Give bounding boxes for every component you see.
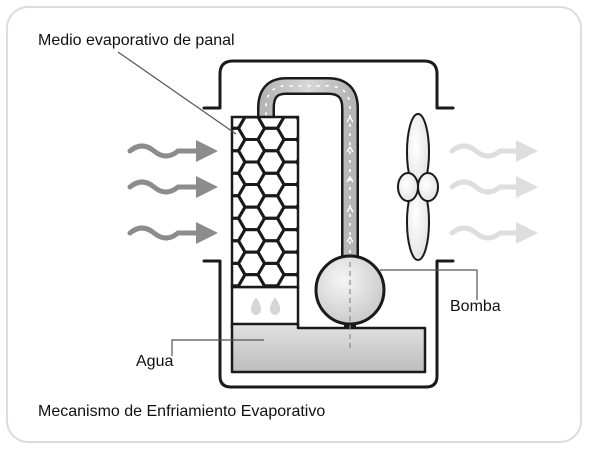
wavy-arrow-icon bbox=[449, 222, 538, 244]
media-label: Medio evaporativo de panal bbox=[38, 32, 235, 49]
honeycomb-cell bbox=[295, 117, 298, 122]
honeycomb-cell bbox=[295, 157, 298, 167]
honeycomb-cell bbox=[295, 247, 298, 257]
drip-compartment bbox=[230, 285, 300, 329]
water-leader-line bbox=[171, 339, 264, 356]
water-label: Agua bbox=[136, 353, 174, 370]
honeycomb-cell bbox=[295, 134, 298, 145]
wavy-arrow-icon bbox=[127, 222, 218, 244]
wavy-arrow-icon bbox=[127, 140, 218, 162]
pump-leader-line bbox=[380, 269, 478, 300]
pump bbox=[314, 254, 386, 350]
honeycomb-media bbox=[230, 115, 300, 289]
water-pipe bbox=[257, 77, 359, 270]
honeycomb-cell bbox=[295, 202, 298, 212]
diagram-caption: Mecanismo de Enfriamiento Evaporativo bbox=[38, 403, 326, 420]
water-tank bbox=[230, 322, 427, 374]
wavy-arrow-icon bbox=[449, 176, 538, 198]
wavy-arrow-icon bbox=[449, 140, 538, 162]
honeycomb-cell bbox=[295, 224, 298, 235]
water-drop-icon bbox=[250, 297, 262, 315]
airflow-out-arrows bbox=[449, 140, 538, 244]
wavy-arrow-icon bbox=[127, 176, 218, 198]
flow-up-arrow-icon bbox=[346, 115, 354, 243]
pump-label: Bomba bbox=[450, 298, 501, 315]
fan-icon bbox=[397, 113, 439, 261]
airflow-in-arrows bbox=[127, 140, 218, 244]
leader-lines bbox=[117, 51, 478, 356]
honeycomb-cell bbox=[295, 179, 298, 190]
media-leader-line bbox=[117, 51, 237, 135]
water-drop-icon bbox=[269, 297, 281, 315]
housing-outline bbox=[202, 59, 455, 389]
